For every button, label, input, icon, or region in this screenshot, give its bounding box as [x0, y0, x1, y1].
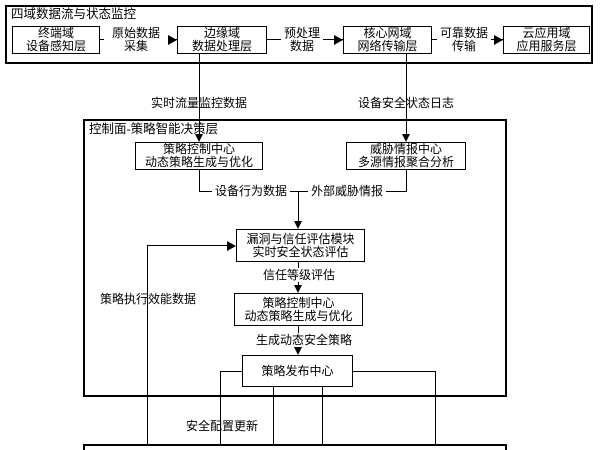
publish-drop-2 — [273, 387, 274, 445]
connector-label-reliable: 可靠数据 传输 — [437, 26, 491, 54]
connector-label-raw-data: 原始数据 采集 — [104, 26, 168, 54]
flow-line-traffic — [199, 54, 200, 135]
label-policy-effectiveness: 策略执行效能数据 — [99, 292, 196, 306]
node-edge-domain-line1: 边缘域 — [203, 26, 240, 40]
node-assessment-line1: 漏洞与信任评估模块 — [246, 231, 355, 246]
connector-label-preprocessed: 预处理 数据 — [281, 26, 323, 54]
feedback-line-vertical — [147, 246, 148, 445]
flow-line-to-assessment — [298, 191, 299, 223]
node-edge-domain: 边缘域 数据处理层 — [177, 26, 267, 54]
label-external-threat: 外部威胁情报 — [308, 184, 386, 198]
connector-label-preprocessed-line2: 数据 — [289, 39, 314, 53]
node-assessment: 漏洞与信任评估模块 实时安全状态评估 — [236, 229, 365, 262]
control-plane-title: 控制面-策略智能决策层 — [89, 122, 219, 136]
node-threat-center: 威胁情报中心 多源情报聚合分析 — [346, 142, 466, 170]
label-realtime-traffic: 实时流量监控数据 — [150, 96, 247, 110]
arrow-right-icon — [168, 35, 177, 45]
publish-line-left — [220, 371, 242, 372]
node-assessment-line2: 实时安全状态评估 — [252, 244, 349, 259]
flow-line-security-log — [406, 54, 407, 135]
label-device-security-log: 设备安全状态日志 — [357, 96, 454, 110]
node-terminal-domain-line2: 设备感知层 — [25, 39, 86, 53]
node-cloud-domain-line1: 云应用域 — [522, 26, 571, 40]
connector-label-reliable-line2: 传输 — [451, 39, 476, 53]
node-policy-center-top-line2: 动态策略生成与优化 — [144, 155, 253, 169]
publish-drop-1 — [220, 371, 221, 445]
feedback-line-horizontal — [147, 245, 228, 246]
node-publish-center: 策略发布中心 — [242, 355, 353, 387]
connector-label-reliable-line1: 可靠数据 — [439, 26, 488, 40]
node-cloud-domain-line2: 应用服务层 — [516, 39, 577, 53]
arrow-down-icon — [195, 134, 203, 142]
connector-label-raw-data-line2: 采集 — [123, 39, 148, 53]
flow-line-threat-drop — [406, 170, 407, 192]
node-policy-center-top: 策略控制中心 动态策略生成与优化 — [135, 142, 263, 170]
node-policy-center-bottom: 策略控制中心 动态策略生成与优化 — [234, 293, 363, 326]
node-terminal-domain: 终端域 设备感知层 — [12, 26, 100, 54]
arrow-down-icon — [402, 134, 410, 142]
node-edge-domain-line2: 数据处理层 — [191, 39, 252, 53]
publish-drop-3 — [322, 387, 323, 445]
flow-line-merge — [199, 191, 407, 192]
node-core-network-domain: 核心网域 网络传输层 — [343, 26, 432, 54]
node-policy-center-bottom-line2: 动态策略生成与优化 — [244, 308, 353, 323]
arrow-right-icon — [334, 35, 343, 45]
label-device-behavior: 设备行为数据 — [212, 184, 290, 198]
label-trust-level-eval: 信任等级评估 — [259, 268, 339, 282]
arrow-right-icon — [494, 35, 503, 45]
arrow-right-icon — [227, 241, 236, 251]
label-security-config-update: 安全配置更新 — [185, 419, 258, 433]
node-publish-center-label: 策略发布中心 — [261, 363, 334, 378]
node-cloud-domain: 云应用域 应用服务层 — [503, 26, 590, 54]
node-terminal-domain-line1: 终端域 — [37, 26, 74, 40]
arrow-down-icon — [294, 347, 302, 355]
arrow-down-icon — [294, 221, 302, 229]
arrow-down-icon — [294, 285, 302, 293]
node-core-network-domain-line2: 网络传输层 — [357, 39, 418, 53]
connector-label-preprocessed-line1: 预处理 — [283, 26, 320, 40]
label-generate-policy: 生成动态安全策略 — [252, 333, 356, 347]
node-threat-center-line2: 多源情报聚合分析 — [357, 155, 454, 169]
control-plane-container — [83, 119, 507, 397]
node-policy-center-top-line1: 策略控制中心 — [162, 142, 235, 156]
node-threat-center-line1: 威胁情报中心 — [369, 142, 442, 156]
publish-line-right — [353, 371, 435, 372]
connector-label-raw-data-line1: 原始数据 — [111, 26, 160, 40]
publish-drop-4 — [435, 371, 436, 445]
top-section-title: 四域数据流与状态监控 — [11, 7, 137, 21]
node-core-network-domain-line1: 核心网域 — [363, 26, 412, 40]
flow-line-behavior-drop — [199, 170, 200, 192]
bottom-layer-partial-box — [83, 444, 507, 450]
node-policy-center-bottom-line1: 策略控制中心 — [262, 295, 335, 310]
top-section-container — [5, 5, 593, 64]
